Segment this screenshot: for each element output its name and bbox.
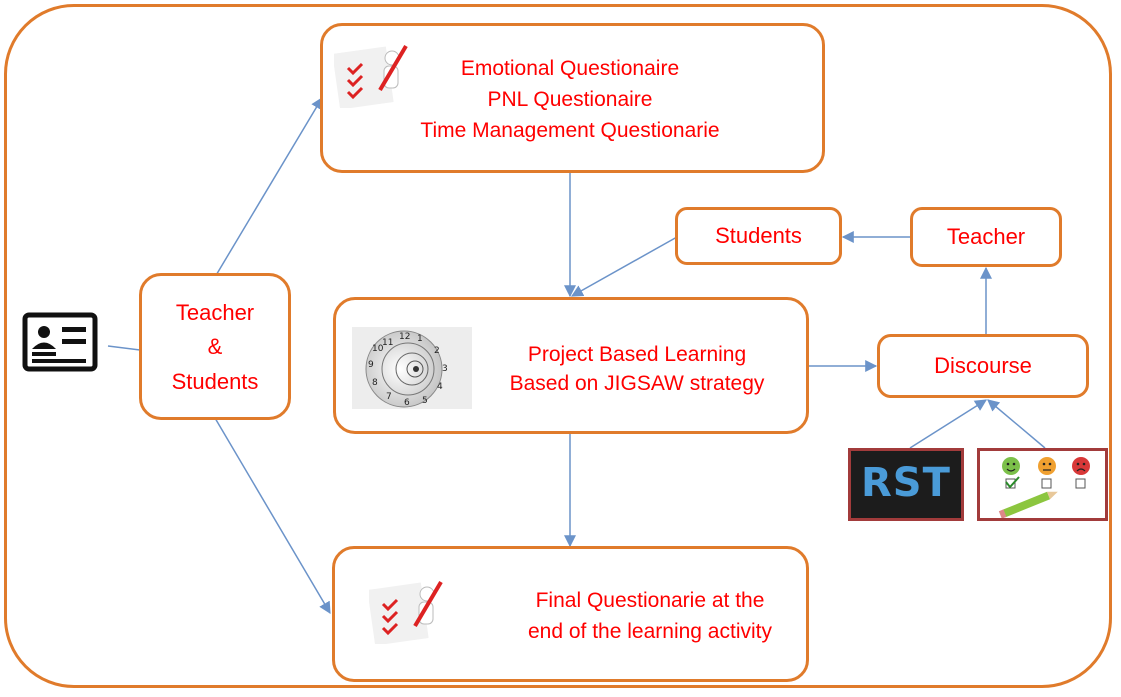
svg-text:8: 8 <box>372 378 378 388</box>
svg-text:12: 12 <box>399 332 410 342</box>
teacher-label: Teacher <box>946 224 1026 249</box>
svg-text:1: 1 <box>417 334 423 344</box>
discourse-label: Discourse <box>934 353 1032 378</box>
spiral-clock-icon: 11 12 1 23 4 5 6 7 8 9 10 <box>352 327 472 409</box>
students-node <box>675 207 842 265</box>
svg-text:9: 9 <box>368 360 374 370</box>
svg-text:2: 2 <box>434 346 440 356</box>
final-line-1: Final Questionarie at the <box>535 589 765 612</box>
svg-text:3: 3 <box>442 364 448 374</box>
final-checklist-icon <box>369 580 443 644</box>
rst-logo-image: RST <box>848 448 964 521</box>
arrow-rst-to-discourse <box>909 399 988 449</box>
teacher-students-node <box>139 273 291 420</box>
students-label: Students <box>715 223 802 248</box>
final-line-2: end of the learning activity <box>528 620 772 643</box>
svg-text:11: 11 <box>382 338 393 348</box>
teacher-node <box>910 207 1062 267</box>
arrow-idcard-to-teacher-students <box>107 345 141 351</box>
smiley-rating-icon <box>998 457 1090 519</box>
checklist-icon <box>334 44 408 108</box>
arrow-teacher-students-to-final <box>214 417 331 615</box>
questionnaire-line-3: Time Management Questionarie <box>420 119 720 142</box>
teacher-students-line-3: Students <box>171 369 259 394</box>
feedback-survey-image <box>977 448 1108 521</box>
pbl-line-1: Project Based Learning <box>527 343 747 366</box>
arrow-students-to-pbl <box>570 236 678 297</box>
arrow-survey-to-discourse <box>987 399 1046 449</box>
teacher-students-line-2: & <box>207 334 223 359</box>
rst-label: RST <box>861 460 951 506</box>
id-card-icon <box>22 312 98 372</box>
questionnaire-line-2: PNL Questionaire <box>487 88 653 111</box>
svg-text:7: 7 <box>386 392 392 402</box>
arrow-teacher-students-to-questionnaires <box>214 96 323 278</box>
svg-text:10: 10 <box>372 344 384 354</box>
discourse-node <box>877 334 1089 398</box>
svg-text:6: 6 <box>404 398 410 408</box>
svg-text:4: 4 <box>437 382 443 392</box>
teacher-students-line-1: Teacher <box>175 300 255 325</box>
pbl-line-2: Based on JIGSAW strategy <box>509 372 765 395</box>
svg-text:5: 5 <box>422 396 428 406</box>
questionnaire-line-1: Emotional Questionaire <box>460 57 680 80</box>
diagram-frame <box>4 4 1112 688</box>
